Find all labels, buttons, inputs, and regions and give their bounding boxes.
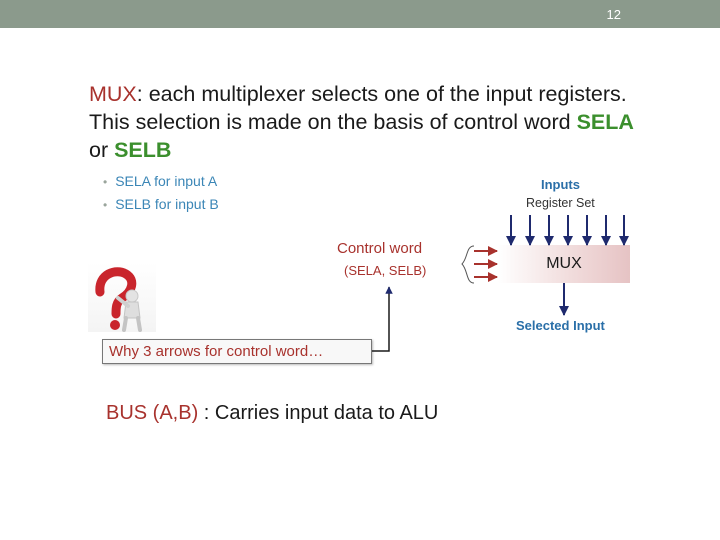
heading-sela: SELA xyxy=(576,110,634,134)
heading-selb: SELB xyxy=(114,138,172,162)
control-values-label: (SELA, SELB) xyxy=(344,263,427,278)
slide-heading: MUX: each multiplexer selects one of the… xyxy=(89,80,649,164)
heading-text: : each multiplexer selects one of the in… xyxy=(89,82,627,134)
heading-mux: MUX xyxy=(89,82,137,106)
pointer-connector xyxy=(372,286,393,352)
bus-text: : Carries input data to ALU xyxy=(198,402,439,424)
bullet-selb: SELB for input B xyxy=(103,193,219,216)
slide-number: 12 xyxy=(606,7,621,22)
bus-line: BUS (A,B) : Carries input data to ALU xyxy=(106,402,438,425)
mux-label: MUX xyxy=(546,255,582,272)
bus-label: BUS (A,B) xyxy=(106,402,199,424)
register-set-label: Register Set xyxy=(526,196,595,210)
top-bar xyxy=(0,0,720,28)
question-figure xyxy=(88,262,156,332)
selected-input-label: Selected Input xyxy=(516,318,605,333)
bullet-sela: SELA for input A xyxy=(103,170,219,193)
mux-box: MUX xyxy=(498,245,630,283)
input-arrows xyxy=(506,215,629,246)
control-arrows xyxy=(474,246,498,282)
why-question-box: Why 3 arrows for control word… xyxy=(102,339,372,364)
question-mark-figure-icon xyxy=(95,267,142,332)
control-word-label: Control word xyxy=(337,240,423,257)
bullet-list: SELA for input A SELB for input B xyxy=(103,170,219,216)
heading-or: or xyxy=(89,138,115,162)
control-brace xyxy=(461,245,475,284)
inputs-label: Inputs xyxy=(541,177,580,192)
